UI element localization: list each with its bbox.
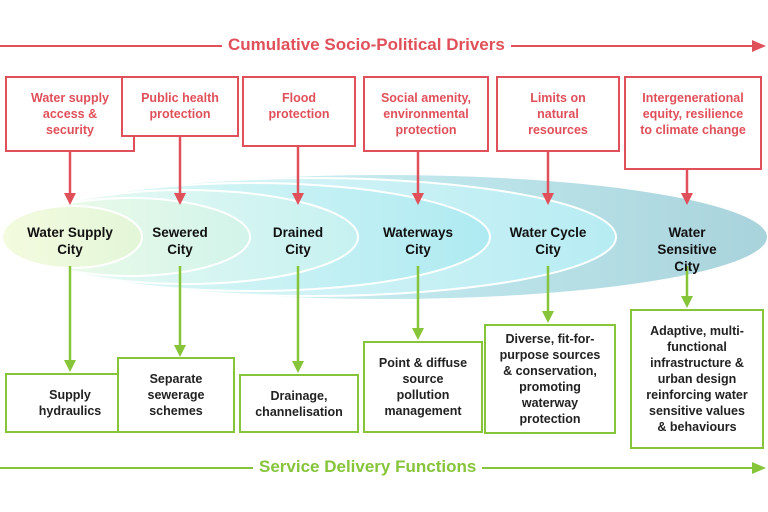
driver-water-supply-access: Water supply access & security: [5, 76, 135, 152]
driver-intergenerational-equity: Intergenerational equity, resilience to …: [624, 76, 762, 170]
stage-label-water-cycle-city: Water Cycle City: [509, 225, 587, 257]
function-supply-hydraulics: Supply hydraulics: [5, 373, 135, 433]
functions-banner-title: Service Delivery Functions: [253, 457, 483, 477]
function-pollution-management: Point & diffuse source pollution managem…: [363, 341, 483, 433]
stage-ellipse-water-supply: [1, 205, 143, 269]
stage-label-drained-city: Drained City: [272, 225, 324, 257]
drivers-banner-title: Cumulative Socio-Political Drivers: [222, 35, 511, 55]
driver-public-health: Public health protection: [121, 76, 239, 137]
stage-label-water-sensitive-city: Water Sensitive City: [657, 225, 717, 274]
function-separate-sewerage: Separate sewerage schemes: [117, 357, 235, 433]
functions-arrow-head: [752, 462, 766, 474]
function-diverse-sources: Diverse, fit-for- purpose sources & cons…: [484, 324, 616, 434]
driver-social-amenity: Social amenity, environmental protection: [363, 76, 489, 152]
function-arrows: [64, 266, 693, 373]
stage-label-waterways-city: Waterways City: [382, 225, 454, 257]
function-drainage-channelisation: Drainage, channelisation: [239, 374, 359, 433]
driver-limits-resources: Limits on natural resources: [496, 76, 620, 152]
stage-label-water-supply-city: Water Supply City: [27, 225, 113, 257]
stage-label-sewered-city: Sewered City: [152, 225, 208, 257]
driver-arrows: [64, 137, 693, 205]
driver-flood-protection: Flood protection: [242, 76, 356, 147]
drivers-arrow-head: [752, 40, 766, 52]
function-adaptive-infrastructure: Adaptive, multi- functional infrastructu…: [630, 309, 764, 449]
